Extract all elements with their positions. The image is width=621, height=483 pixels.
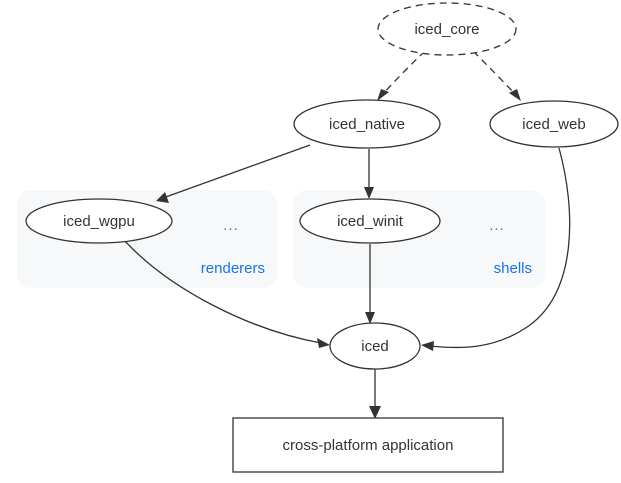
node-iced-label: iced [361, 338, 389, 355]
edge-iced-web-to-iced-arrowhead [421, 341, 434, 351]
node-iced-web[interactable]: iced_web [489, 100, 619, 148]
node-iced[interactable]: iced [329, 322, 421, 370]
node-iced-winit[interactable]: iced_winit [299, 198, 441, 244]
node-application-label: cross-platform application [283, 437, 454, 454]
node-iced-wgpu-label: iced_wgpu [63, 213, 135, 230]
edge-iced-web-to-iced-line [429, 147, 571, 349]
cluster-renderers-ellipsis: ... [223, 217, 239, 234]
edge-iced-core-to-iced-native-line [380, 50, 426, 97]
cluster-renderers-label: renderers [201, 260, 265, 277]
edge-iced-winit-to-iced-arrowhead [365, 312, 375, 324]
edge-iced-core-to-iced-web-line [472, 50, 518, 97]
node-iced-native-label: iced_native [329, 116, 405, 133]
node-iced-native-shape[interactable] [293, 99, 441, 149]
edge-iced-core-to-iced-native-arrowhead [377, 89, 389, 101]
edge-iced-to-application [369, 369, 381, 419]
edge-iced-winit-to-iced [365, 244, 375, 324]
edge-iced-native-to-iced-wgpu-line [162, 144, 311, 199]
edge-iced-native-to-iced-winit [364, 149, 374, 199]
node-application-shape[interactable] [232, 417, 504, 473]
edge-iced-native-to-iced-wgpu [156, 144, 311, 203]
edge-iced-native-to-iced-winit-arrowhead [364, 187, 374, 199]
node-iced-native[interactable]: iced_native [293, 99, 441, 149]
node-iced-core-shape[interactable] [377, 2, 517, 56]
edge-iced-core-to-iced-web-arrowhead [509, 89, 521, 101]
edge-iced-web-to-iced [421, 147, 571, 351]
edge-iced-to-application-arrowhead [369, 406, 381, 419]
node-iced-winit-shape[interactable] [299, 198, 441, 244]
node-application[interactable]: cross-platform application [232, 417, 504, 473]
edge-iced-core-to-iced-native [377, 50, 426, 101]
edge-iced-native-to-iced-wgpu-arrowhead [156, 192, 169, 203]
edge-iced-wgpu-to-iced-arrowhead [317, 338, 330, 348]
node-iced-wgpu-shape[interactable] [25, 198, 173, 244]
edge-iced-wgpu-to-iced [123, 239, 330, 348]
edge-iced-core-to-iced-web [472, 50, 521, 101]
cluster-shells-ellipsis: ... [489, 217, 505, 234]
node-iced-winit-label: iced_winit [337, 213, 404, 230]
node-iced-web-label: iced_web [522, 116, 585, 133]
cluster-shells-label: shells [494, 260, 532, 277]
node-iced-web-shape[interactable] [489, 100, 619, 148]
node-iced-core-label: iced_core [414, 21, 479, 38]
edge-iced-wgpu-to-iced-line [123, 239, 322, 344]
node-iced-wgpu[interactable]: iced_wgpu [25, 198, 173, 244]
node-iced-shape[interactable] [329, 322, 421, 370]
node-iced-core[interactable]: iced_core [377, 2, 517, 56]
